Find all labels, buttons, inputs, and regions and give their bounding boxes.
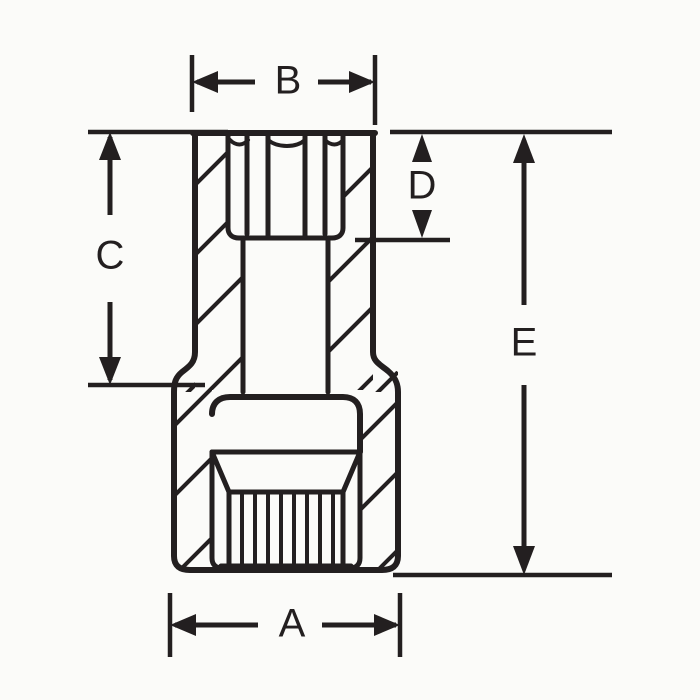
hex-chamfer-arc <box>323 138 345 147</box>
drive-left-outer <box>209 449 225 571</box>
dimension-arrow-e <box>513 134 535 575</box>
dim-e-arrowhead-bottom <box>513 546 535 575</box>
drive-top-outline <box>209 394 363 455</box>
dimension-arrow-a <box>170 614 400 636</box>
dimension-arrow-b <box>192 71 375 93</box>
dim-e-arrowhead-top <box>513 134 535 163</box>
dim-b-arrowhead-left <box>192 71 218 93</box>
body-profile-path <box>171 133 401 573</box>
hex-chamfer-arc <box>266 138 307 148</box>
square-drive-recess <box>209 394 363 571</box>
dimension-label-c: C <box>96 234 125 278</box>
dimension-label-a: A <box>279 602 306 646</box>
dim-a-arrowhead-right <box>374 614 400 636</box>
drive-right-outer <box>347 449 363 571</box>
dimension-arrow-d <box>412 134 432 238</box>
dim-c-arrowhead-bottom <box>99 357 121 385</box>
dimension-label-b: B <box>275 59 302 103</box>
hex-socket-bore <box>225 131 346 241</box>
dim-b-arrowhead-right <box>349 71 375 93</box>
middle-bore <box>240 237 331 395</box>
extension-lines <box>88 55 612 657</box>
dimension-label-d: D <box>408 164 437 208</box>
hex-chamfer-arc <box>228 138 250 147</box>
dim-c-arrowhead-top <box>99 132 121 160</box>
dim-a-arrowhead-left <box>170 614 196 636</box>
dimension-arrow-c <box>99 132 121 385</box>
dim-d-arrowhead-bottom <box>412 210 432 238</box>
dim-d-arrowhead-top <box>412 134 432 162</box>
dimension-label-e: E <box>511 321 538 365</box>
drive-knurl-lines <box>240 494 335 564</box>
